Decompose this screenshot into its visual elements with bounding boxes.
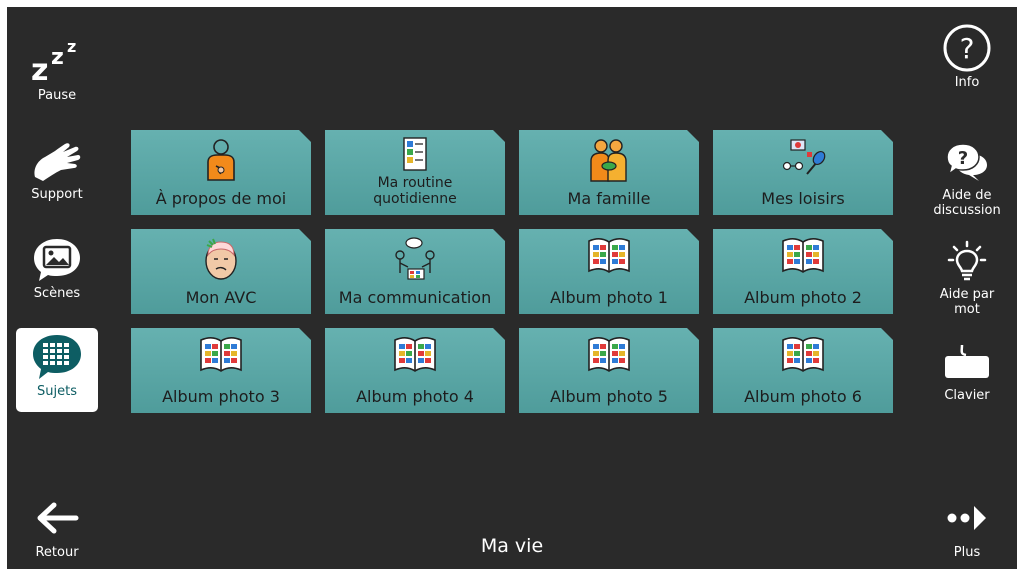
page-title: Ma vie [480, 535, 544, 557]
photo-album-icon [713, 334, 893, 382]
tile-label: À propos de moi [155, 189, 287, 208]
svg-text:z: z [31, 53, 48, 84]
discussion-help-button[interactable]: ? Aide de discussion [926, 134, 1008, 218]
tile-label: Ma communication [338, 288, 492, 307]
tile-label: Ma routine quotidienne [373, 175, 457, 207]
svg-text:z: z [51, 45, 64, 70]
scene-picture-icon [31, 234, 83, 284]
info-label: Info [954, 75, 980, 90]
tile-label: Album photo 2 [744, 288, 862, 307]
tile-hobbies[interactable]: Mes loisirs [713, 130, 893, 215]
keyboard-label: Clavier [944, 388, 990, 403]
word-help-label: Aide par mot [939, 287, 995, 317]
topics-grid-icon [31, 332, 83, 382]
hobbies-icon [713, 136, 893, 184]
info-button[interactable]: ? Info [926, 19, 1008, 103]
tile-album-2[interactable]: Album photo 2 [713, 229, 893, 314]
sleep-zzz-icon: z z z [29, 36, 85, 86]
more-label: Plus [953, 545, 981, 560]
tile-album-5[interactable]: Album photo 5 [519, 328, 699, 413]
question-circle-icon: ? [942, 23, 992, 73]
lightbulb-icon [945, 237, 989, 285]
photo-album-icon [519, 334, 699, 382]
discussion-help-label: Aide de discussion [933, 188, 1001, 218]
topics-button[interactable]: Sujets [16, 328, 98, 412]
tile-album-1[interactable]: Album photo 1 [519, 229, 699, 314]
tile-label: Mes loisirs [761, 189, 845, 208]
tile-label: Album photo 3 [162, 387, 280, 406]
pause-button[interactable]: z z z Pause [16, 32, 98, 116]
family-icon [519, 136, 699, 184]
tile-album-6[interactable]: Album photo 6 [713, 328, 893, 413]
app-frame: z z z Pause Support Scènes [7, 7, 1017, 569]
back-label: Retour [35, 545, 79, 560]
tile-about-me[interactable]: À propos de moi [131, 130, 311, 215]
communication-icon [325, 235, 505, 283]
tile-daily-routine[interactable]: Ma routine quotidienne [325, 130, 505, 215]
support-button[interactable]: Support [16, 131, 98, 215]
tile-label: Album photo 5 [550, 387, 668, 406]
word-help-button[interactable]: Aide par mot [926, 233, 1008, 317]
support-label: Support [31, 187, 83, 202]
arrow-left-icon [34, 493, 80, 543]
tile-stroke[interactable]: Mon AVC [131, 229, 311, 314]
svg-text:?: ? [960, 32, 975, 65]
svg-text:?: ? [958, 148, 968, 169]
tile-communication[interactable]: Ma communication [325, 229, 505, 314]
scenes-button[interactable]: Scènes [16, 230, 98, 314]
daily-schedule-icon [325, 136, 505, 184]
tile-label: Album photo 4 [356, 387, 474, 406]
tile-album-3[interactable]: Album photo 3 [131, 328, 311, 413]
back-button[interactable]: Retour [16, 489, 98, 573]
person-pointing-self-icon [131, 136, 311, 184]
keyboard-button[interactable]: Clavier [926, 332, 1008, 416]
svg-text:z: z [67, 38, 76, 56]
pause-label: Pause [37, 88, 77, 103]
tile-album-4[interactable]: Album photo 4 [325, 328, 505, 413]
topics-label: Sujets [37, 384, 77, 399]
scenes-label: Scènes [33, 286, 81, 301]
more-button[interactable]: Plus [926, 489, 1008, 573]
photo-album-icon [519, 235, 699, 283]
chat-help-icon: ? [945, 138, 989, 186]
photo-album-icon [713, 235, 893, 283]
stroke-head-icon [131, 235, 311, 283]
hand-support-icon [29, 135, 85, 185]
more-arrow-icon [944, 493, 990, 543]
tile-label: Ma famille [567, 189, 651, 208]
photo-album-icon [325, 334, 505, 382]
tile-label: Mon AVC [185, 288, 257, 307]
tile-family[interactable]: Ma famille [519, 130, 699, 215]
photo-album-icon [131, 334, 311, 382]
tile-label: Album photo 6 [744, 387, 862, 406]
tile-label: Album photo 1 [550, 288, 668, 307]
keyboard-icon [942, 336, 992, 386]
